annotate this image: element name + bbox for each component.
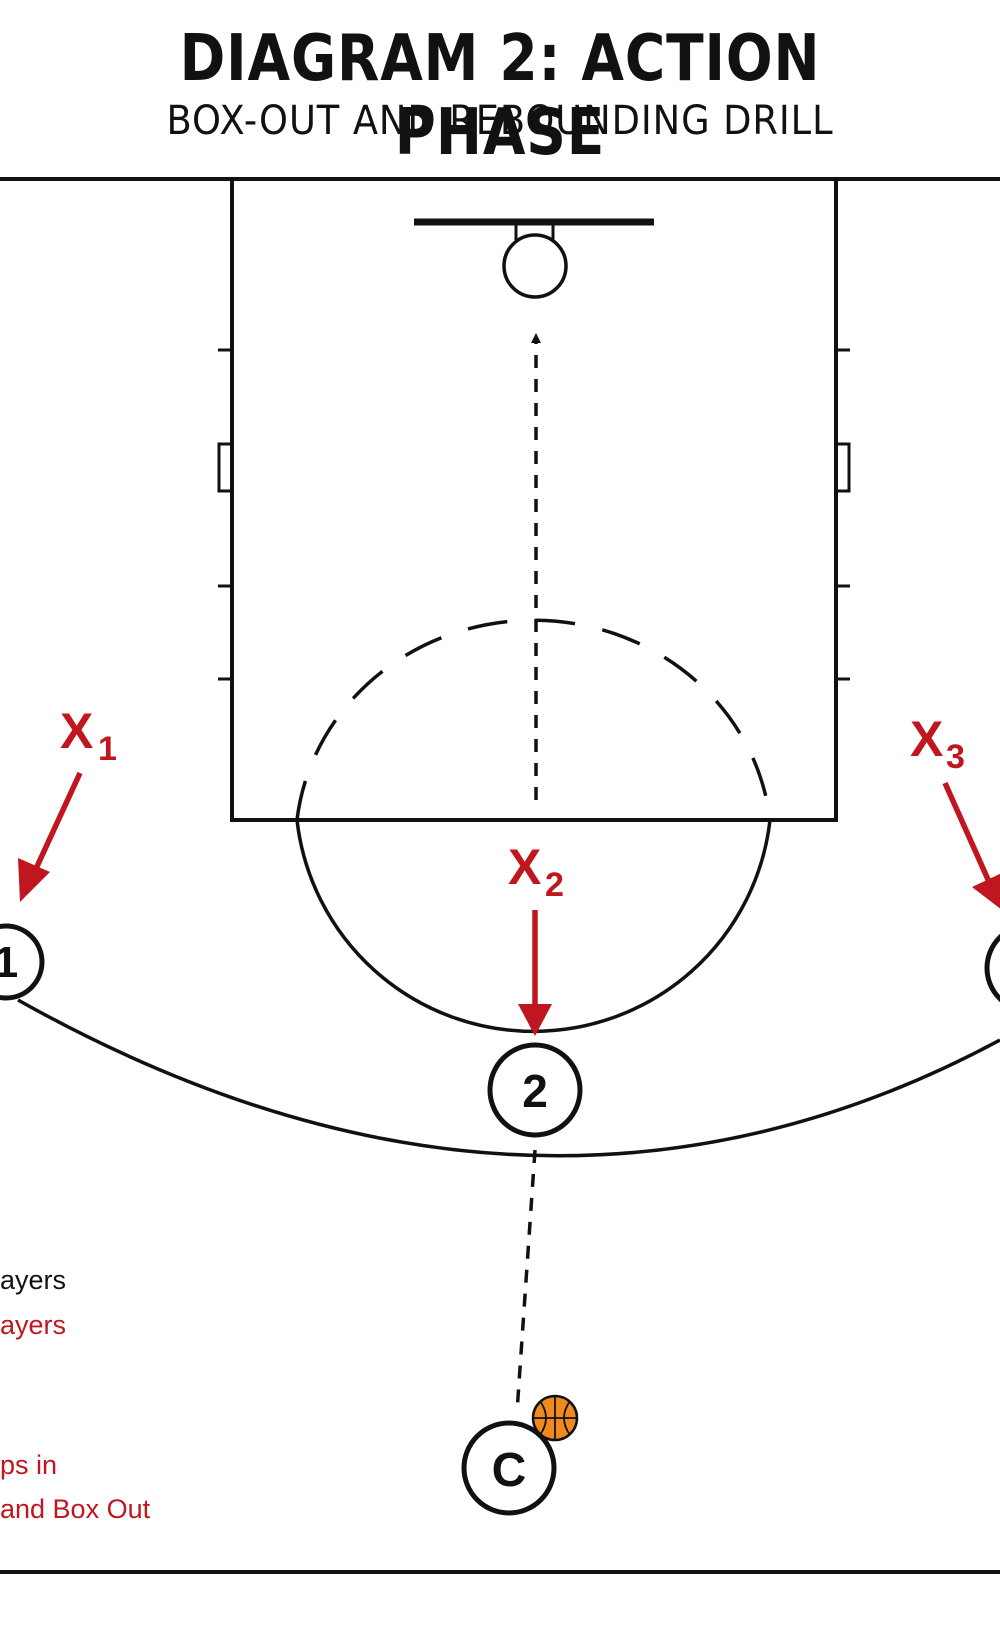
coach: C bbox=[461, 1420, 557, 1516]
defender-x2-sub: 2 bbox=[545, 866, 564, 904]
defender-x3: X 3 bbox=[910, 711, 965, 776]
defender-x3-label: X bbox=[910, 711, 943, 767]
defender-x1-label: X bbox=[60, 703, 93, 759]
key-lane bbox=[230, 177, 838, 822]
basketball-icon bbox=[531, 1394, 579, 1442]
defender-x2: X 2 bbox=[508, 839, 564, 904]
lane-marks-left bbox=[217, 348, 234, 681]
defense-arrows bbox=[18, 771, 1000, 1036]
player-3: 3 bbox=[984, 933, 1000, 1003]
pass-path bbox=[515, 1149, 537, 1413]
legend-line-3: ps in bbox=[0, 1450, 57, 1480]
player-1-label: 1 bbox=[0, 938, 18, 987]
player-2-label: 2 bbox=[522, 1065, 548, 1117]
player-2: 2 bbox=[487, 1042, 583, 1138]
legend-line-1: ayers bbox=[0, 1265, 66, 1295]
lane-marks-right bbox=[834, 348, 851, 681]
defender-x1-sub: 1 bbox=[98, 730, 117, 768]
defender-x1: X 1 bbox=[60, 703, 117, 768]
legend-line-4: and Box Out bbox=[0, 1494, 151, 1524]
legend-line-2: ayers bbox=[0, 1310, 66, 1340]
coach-label: C bbox=[492, 1444, 527, 1497]
diagram-subtitle: BOX-OUT AND REBOUNDING DRILL bbox=[166, 98, 834, 144]
defender-x2-label: X bbox=[508, 839, 541, 895]
legend: ayers ayers ps in and Box Out bbox=[0, 1265, 151, 1524]
player-1: 1 bbox=[0, 923, 45, 1001]
three-point-arc bbox=[17, 998, 1000, 1158]
defender-x3-sub: 3 bbox=[946, 738, 965, 776]
free-throw-circle-dashed bbox=[295, 618, 772, 821]
rim bbox=[502, 233, 568, 299]
diagram-title: DIAGRAM 2: ACTION PHASE bbox=[179, 22, 821, 170]
